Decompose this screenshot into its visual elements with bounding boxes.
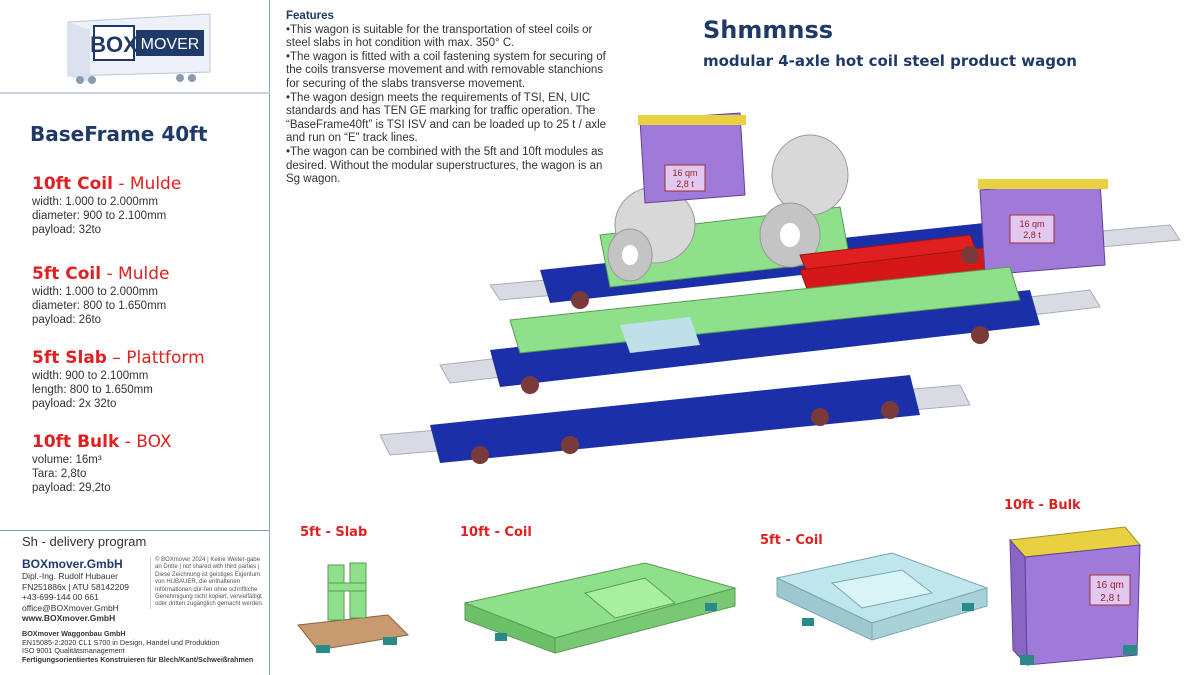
spec-name: 10ft Bulk (32, 432, 120, 452)
spec-line: payload: 32to (32, 224, 102, 236)
slab-module-image (297, 562, 410, 653)
page-subtitle: modular 4-axle hot coil steel product wa… (703, 52, 1077, 70)
coil-module-light (620, 317, 700, 353)
wagon-frame-front (430, 375, 920, 463)
features-title: Features (286, 10, 334, 22)
bulk-box-left: 16 qm 2,8 t (638, 112, 746, 204)
module-label-coil5: 5ft - Coil (760, 533, 823, 548)
feature-item: •This wagon is suitable for the transpor… (286, 23, 593, 50)
spec-name: 10ft Coil (32, 174, 113, 194)
copyright-notice: © BOXmover 2024 | Keine Weiter-gabe an D… (150, 557, 268, 609)
company-info: BOXmover.GmbH Dipl.-Ing. Rudolf Hubauer … (22, 557, 147, 624)
footer-company: BOXmover Waggonbau GmbH (22, 629, 126, 638)
spec-line: payload: 26to (32, 314, 102, 326)
feature-item: •The wagon is fitted with a coil fasteni… (286, 50, 606, 90)
svg-text:BOX: BOX (90, 32, 138, 57)
baseframe-title: BaseFrame 40ft (30, 122, 208, 146)
spec-sep: - (101, 264, 119, 284)
company-line: +43-699-144 00 661 (22, 592, 99, 602)
company-name: BOXmover.GmbH (22, 557, 123, 571)
steel-coil (607, 186, 696, 282)
spec-type: Plattform (126, 348, 205, 368)
features: Features •This wagon is suitable for the… (286, 10, 616, 187)
logo-divider (0, 92, 270, 94)
bulk-module-image: 16 qm 2,8 t (1008, 526, 1141, 667)
spec-line: width: 1.000 to 2.000mm (32, 196, 158, 208)
spec-line: diameter: 900 to 2.100mm (32, 210, 167, 222)
spec-type: Mulde (118, 264, 170, 284)
svg-text:16 qm: 16 qm (1096, 580, 1124, 591)
footer-line-bold: Fertigungsorientiertes Konstruieren für … (22, 654, 254, 664)
spec-line: volume: 16m³ (32, 454, 102, 466)
spec-line: width: 900 to 2.100mm (32, 370, 149, 382)
svg-text:MOVER: MOVER (141, 36, 200, 53)
coil5-module-image (775, 552, 989, 641)
company-website[interactable]: www.BOXmover.GmbH (22, 613, 116, 623)
sidebar: BOX MOVER BaseFrame 40ft 10ft Coil - Mul… (0, 0, 270, 675)
company-email[interactable]: office@BOXmover.GmbH (22, 602, 119, 613)
footer-line: ISO 9001 Qualitätsmanagement (22, 646, 125, 655)
coil10-module-image (463, 562, 737, 654)
bulk-box-right: 16 qm 2,8 t (978, 179, 1108, 276)
footer-line: EN15085-2:2020 CL1 S700 in Design, Hande… (22, 637, 220, 647)
feature-item: •The wagon design meets the requirements… (286, 91, 607, 145)
company-line: FN251886x | ATU 58142209 (22, 581, 129, 592)
svg-text:2,8 t: 2,8 t (1023, 230, 1041, 240)
svg-text:16 qm: 16 qm (672, 168, 697, 178)
spec-line: payload: 2x 32to (32, 398, 117, 410)
module-label-bulk: 10ft - Bulk (1004, 498, 1081, 513)
module-label-coil10: 10ft - Coil (460, 525, 532, 540)
boxmover-logo: BOX MOVER (67, 13, 211, 84)
svg-text:2,8 t: 2,8 t (676, 179, 694, 189)
wagon-render: 16 qm 2,8 t 16 qm 2,8 t (379, 112, 1181, 464)
spec-sep: - (112, 174, 130, 194)
module-label-slab: 5ft - Slab (300, 525, 368, 540)
steel-coil (759, 134, 849, 268)
delivery-program: Sh - delivery program (22, 534, 147, 549)
spec-type: Mulde (129, 174, 182, 194)
spec-10ft-coil: 10ft Coil - Mulde width: 1.000 to 2.000m… (32, 173, 181, 237)
spec-name: 5ft Slab (32, 348, 107, 368)
spec-sep: – (106, 348, 127, 368)
feature-item: •The wagon can be combined with the 5ft … (286, 145, 604, 186)
spec-line: payload: 29,2to (32, 482, 111, 494)
spec-10ft-bulk: 10ft Bulk - BOX volume: 16m³ Tara: 2,8to… (32, 431, 172, 495)
spec-line: diameter: 800 to 1.650mm (32, 300, 167, 312)
company-line: Dipl.-Ing. Rudolf Hubauer (22, 571, 118, 581)
spec-5ft-coil: 5ft Coil - Mulde width: 1.000 to 2.000mm… (32, 263, 169, 327)
spec-name: 5ft Coil (32, 264, 102, 284)
spec-sep: - (119, 432, 137, 452)
page-title: Shmmnss (703, 16, 834, 44)
delivery-divider (0, 530, 270, 531)
spec-5ft-slab: 5ft Slab – Plattform width: 900 to 2.100… (32, 347, 205, 411)
footer: BOXmover Waggonbau GmbH EN15085-2:2020 C… (22, 629, 267, 664)
svg-text:2,8 t: 2,8 t (1100, 593, 1120, 604)
spec-line: Tara: 2,8to (32, 468, 87, 480)
spec-type: BOX (136, 432, 172, 452)
svg-text:16 qm: 16 qm (1019, 219, 1044, 229)
spec-line: width: 1.000 to 2.000mm (32, 286, 158, 298)
wagon-frame-middle (490, 290, 1040, 387)
spec-line: length: 800 to 1.650mm (32, 384, 153, 396)
bogies (471, 246, 989, 464)
